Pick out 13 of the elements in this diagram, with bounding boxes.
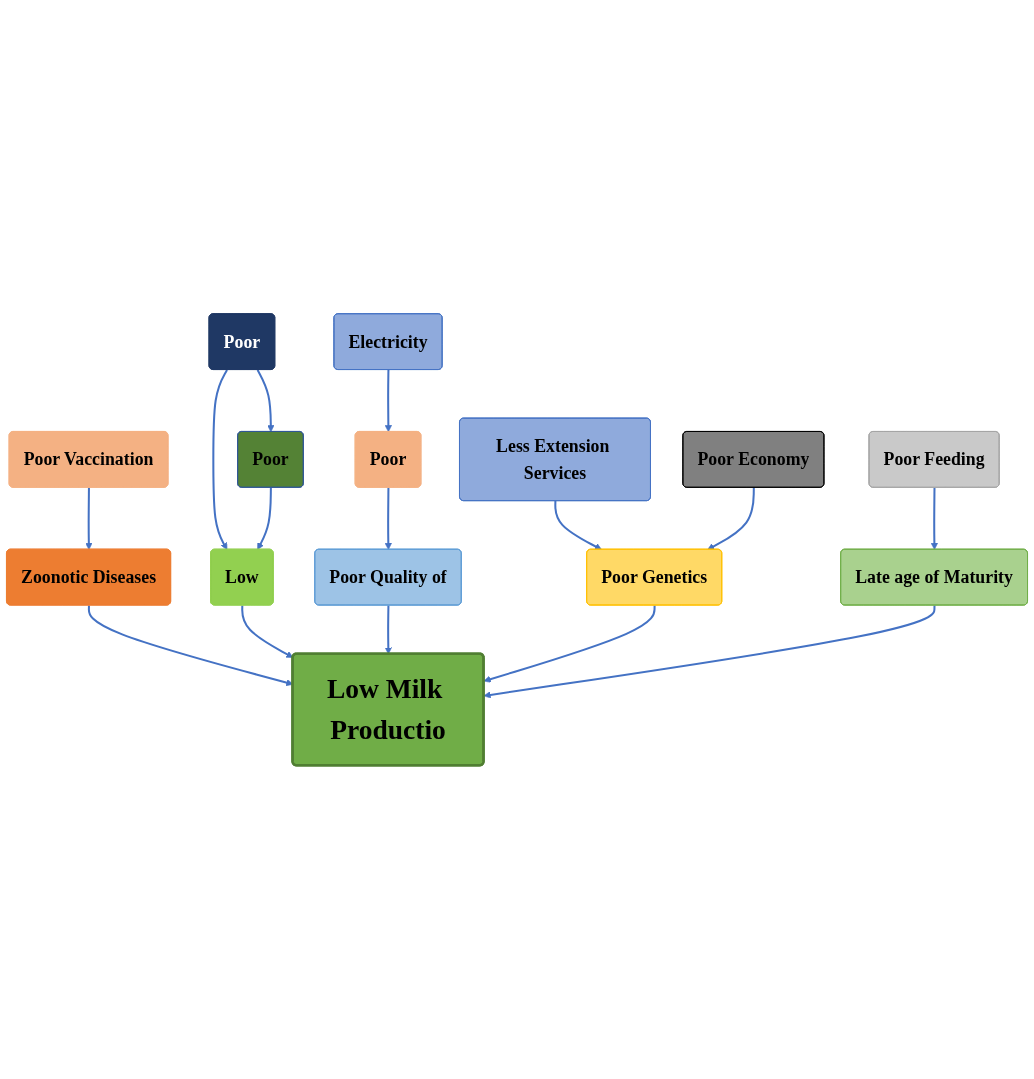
arrow: [257, 487, 272, 550]
arrow: [384, 369, 392, 433]
arrow: [707, 487, 755, 550]
arrow: [241, 605, 294, 658]
arrow: [384, 487, 392, 550]
arrow: [483, 605, 656, 683]
arrow: [87, 605, 294, 687]
arrow: [554, 501, 602, 550]
arrow: [212, 369, 228, 550]
arrow: [85, 487, 93, 550]
arrow: [256, 369, 275, 433]
arrow: [483, 605, 936, 699]
arrow: [930, 487, 938, 550]
